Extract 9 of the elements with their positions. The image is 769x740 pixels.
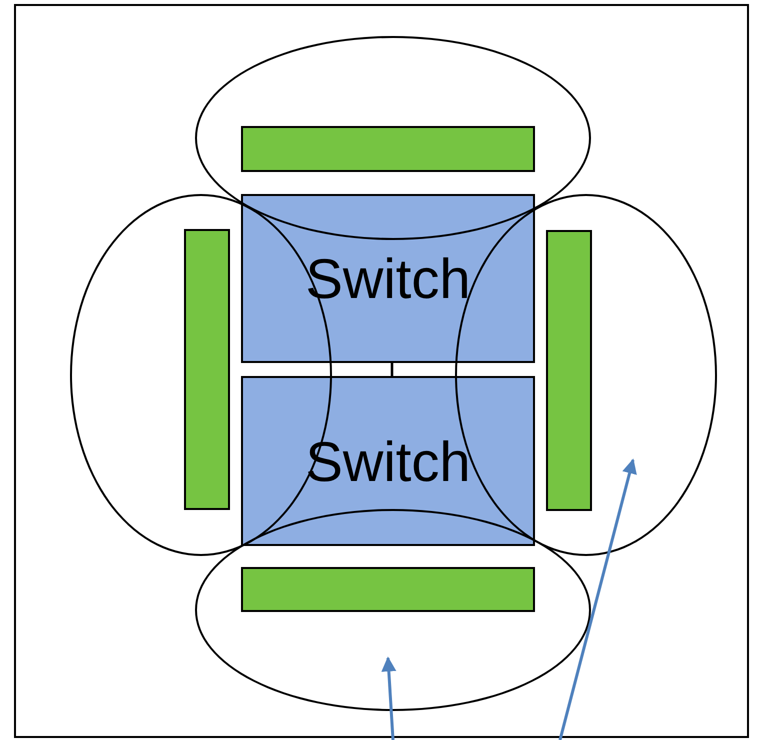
bar-block (184, 228, 230, 510)
bar-block (546, 230, 592, 510)
ellipse-outline (195, 509, 591, 711)
connector-line (390, 363, 394, 376)
switch-label: Switch (306, 246, 470, 311)
switch-box (241, 194, 535, 363)
bar-block (240, 126, 534, 172)
ellipse-outline (195, 36, 591, 240)
bar-block (240, 566, 534, 612)
